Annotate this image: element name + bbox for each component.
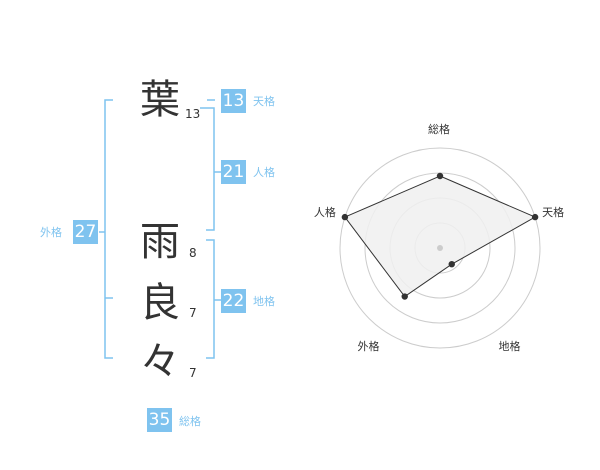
name-char-2: 雨 (140, 219, 180, 265)
name-char-2-strokes: 8 (189, 246, 197, 260)
radar-axis-label-5: 人格 (313, 205, 336, 219)
name-char-3-strokes: 7 (189, 306, 197, 320)
radar-point-1 (436, 172, 444, 180)
jinkaku-bracket (200, 107, 215, 231)
gaikaku-label: 外格 (40, 226, 62, 239)
name-char-4: 々 (140, 339, 180, 385)
radar-point-2 (531, 213, 539, 221)
name-char-1-strokes: 13 (185, 107, 201, 121)
chikaku-bracket (206, 239, 215, 359)
radar-point-4 (401, 293, 408, 300)
soukaku-label: 総格 (179, 415, 201, 428)
radar-grid-ring (339, 147, 541, 349)
name-char-3: 良 (140, 280, 180, 326)
tenkaku-badge: 13 (221, 89, 246, 113)
radar-axis-label-4: 外格 (357, 340, 380, 354)
jinkaku-badge: 21 (221, 160, 246, 184)
tenkaku-label: 天格 (253, 95, 275, 108)
name-char-1: 葉 (140, 77, 180, 123)
name-char-4-strokes: 7 (189, 366, 197, 380)
jinkaku-label: 人格 (253, 166, 275, 179)
radar-point-5 (341, 213, 349, 221)
radar-center-dot (437, 245, 443, 251)
chikaku-label: 地格 (253, 295, 275, 308)
radar-axis-label-3: 地格 (498, 340, 521, 354)
radar-axis-label-2: 天格 (542, 205, 565, 219)
gaikaku-badge: 27 (73, 220, 98, 244)
gaikaku-bracket (104, 99, 113, 359)
soukaku-badge: 35 (147, 408, 172, 432)
radar-data-polygon (344, 175, 537, 298)
radar-axis-label-1: 総格 (428, 123, 450, 136)
chikaku-badge: 22 (221, 289, 246, 313)
radar-point-3 (448, 260, 455, 268)
